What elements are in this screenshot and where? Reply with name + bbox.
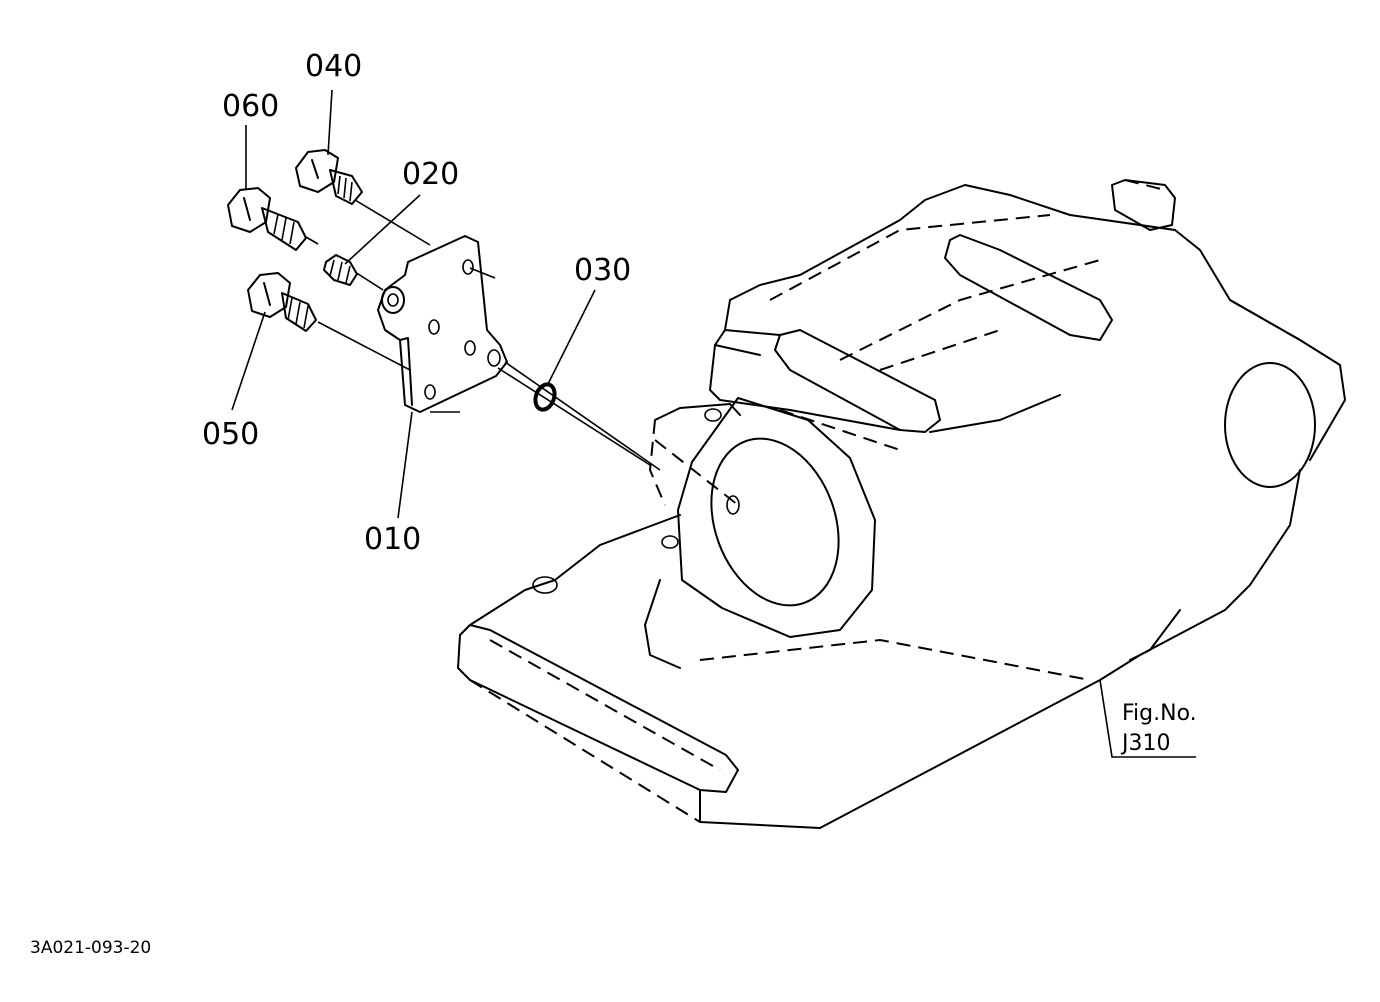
bracket-plate-010 [377, 235, 508, 413]
bolt-040 [295, 149, 363, 205]
bolt-050 [247, 272, 317, 332]
o-ring-030 [533, 382, 557, 412]
nipple-020 [323, 254, 358, 286]
figure-number: J310 [1120, 731, 1170, 756]
housing-body [457, 179, 1346, 829]
part-label-060: 060 [222, 89, 279, 124]
part-label-050: 050 [202, 417, 259, 452]
part-label-020: 020 [402, 157, 459, 192]
bolt-060 [227, 187, 307, 251]
part-label-030: 030 [574, 253, 631, 288]
assembly-leader-lines [305, 199, 661, 471]
part-label-010: 010 [364, 522, 421, 557]
drawing-code: 3A021-093-20 [30, 938, 151, 958]
figure-label: Fig.No. [1122, 701, 1197, 726]
callout-leaders [231, 89, 1196, 758]
part-label-040: 040 [305, 49, 362, 84]
